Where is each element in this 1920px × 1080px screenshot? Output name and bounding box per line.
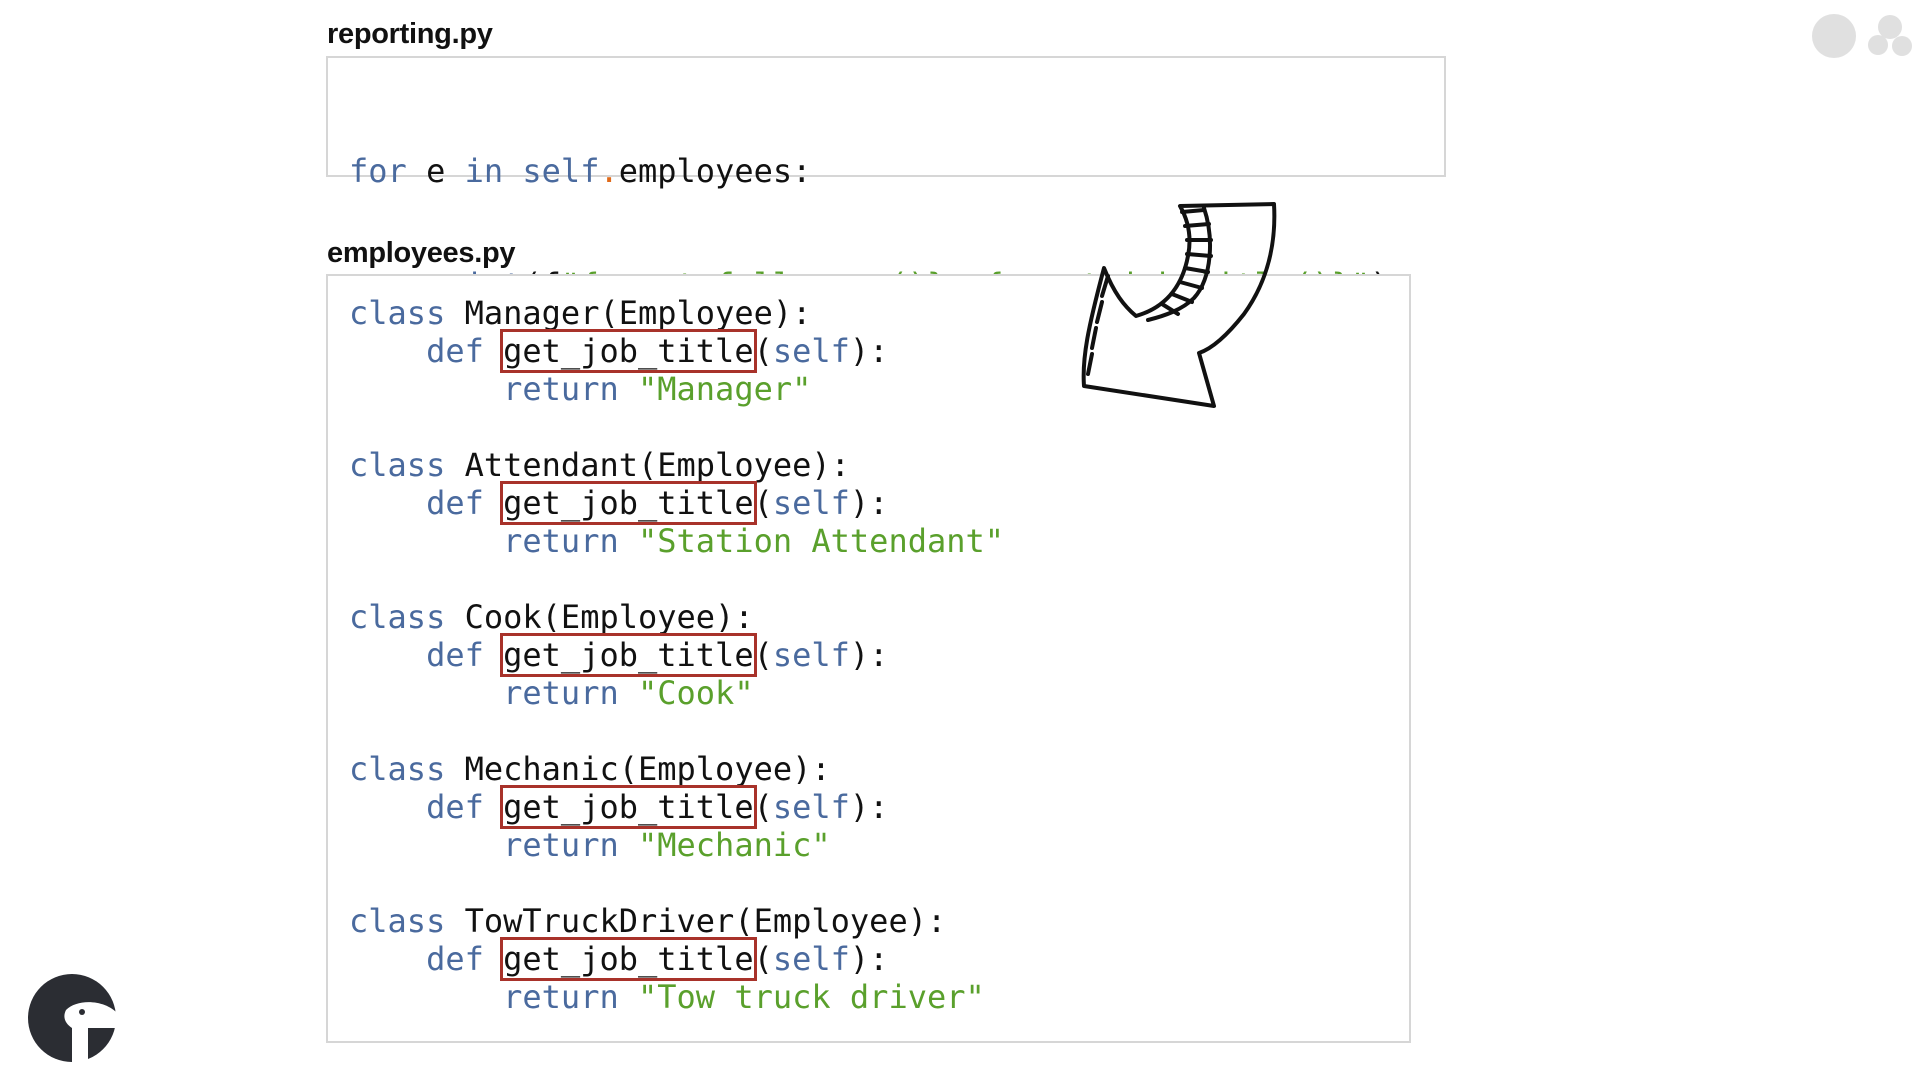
highlighted-method-name: get_job_title: [500, 785, 757, 829]
highlighted-method-name: get_job_title: [500, 633, 757, 677]
class-name: Manager(Employee):: [445, 294, 812, 332]
method-line: def get_job_title(self):: [349, 633, 1004, 677]
method-suffix: ):: [849, 484, 889, 522]
method-line: def get_job_title(self):: [349, 329, 1004, 373]
keyword-class: class: [349, 598, 446, 636]
keyword-def: def: [426, 484, 484, 522]
method-suffix: ):: [849, 332, 889, 370]
return-string: "Mechanic": [637, 826, 831, 864]
keyword-return: return: [503, 522, 619, 560]
keyword-in: in: [464, 152, 504, 190]
open-paren: (: [753, 332, 773, 370]
keyword-def: def: [426, 940, 484, 978]
class-line: class Mechanic(Employee):: [349, 750, 1004, 788]
reporting-filename: reporting.py: [327, 18, 493, 50]
keyword-return: return: [503, 674, 619, 712]
employees-code-block: class Manager(Employee): def get_job_tit…: [326, 274, 1411, 1043]
keyword-class: class: [349, 446, 446, 484]
return-line: return "Station Attendant": [349, 522, 1004, 560]
method-suffix: ):: [849, 788, 889, 826]
class-line: class Cook(Employee):: [349, 598, 1004, 636]
keyword-return: return: [503, 978, 619, 1016]
class-definition: class Cook(Employee): def get_job_title(…: [349, 598, 1004, 712]
return-string: "Station Attendant": [637, 522, 1005, 560]
return-line: return "Cook": [349, 674, 1004, 712]
class-line: class Attendant(Employee):: [349, 446, 1004, 484]
return-line: return "Mechanic": [349, 826, 1004, 864]
class-name: Cook(Employee):: [445, 598, 754, 636]
keyword-self: self: [772, 788, 850, 826]
class-line: class TowTruckDriver(Employee):: [349, 902, 1004, 940]
blank-line: [349, 408, 1004, 446]
open-paren: (: [753, 484, 773, 522]
return-string: "Tow truck driver": [637, 978, 985, 1016]
method-suffix: ):: [849, 636, 889, 674]
keyword-self: self: [772, 484, 850, 522]
keyword-class: class: [349, 294, 446, 332]
code-line: for e in self.employees:: [349, 152, 1389, 190]
class-line: class Manager(Employee):: [349, 294, 1004, 332]
blank-line: [349, 712, 1004, 750]
open-paren: (: [753, 788, 773, 826]
open-paren: (: [753, 940, 773, 978]
open-paren: (: [753, 636, 773, 674]
keyword-class: class: [349, 902, 446, 940]
keyword-class: class: [349, 750, 446, 788]
reporting-code-block: for e in self.employees: print(f"{e.get_…: [326, 56, 1446, 304]
highlighted-method-name: get_job_title: [500, 937, 757, 981]
class-name: TowTruckDriver(Employee):: [445, 902, 947, 940]
employees-filename: employees.py: [327, 237, 516, 269]
keyword-for: for: [349, 152, 407, 190]
class-name: Mechanic(Employee):: [445, 750, 831, 788]
keyword-self: self: [772, 940, 850, 978]
keyword-self: self: [772, 332, 850, 370]
keyword-self: self: [772, 636, 850, 674]
keyword-self: self: [503, 152, 600, 190]
circles-decoration-icon: [1812, 14, 1912, 58]
class-definition: class Manager(Employee): def get_job_tit…: [349, 294, 1004, 408]
blank-line: [349, 864, 1004, 902]
class-definition: class Mechanic(Employee): def get_job_ti…: [349, 750, 1004, 864]
class-definition: class Attendant(Employee): def get_job_t…: [349, 446, 1004, 560]
keyword-def: def: [426, 332, 484, 370]
keyword-def: def: [426, 636, 484, 674]
return-line: return "Tow truck driver": [349, 978, 1004, 1016]
return-string: "Manager": [637, 370, 812, 408]
keyword-return: return: [503, 826, 619, 864]
blank-line: [349, 560, 1004, 598]
highlighted-method-name: get_job_title: [500, 329, 757, 373]
keyword-def: def: [426, 788, 484, 826]
method-line: def get_job_title(self):: [349, 937, 1004, 981]
attribute-dot: .: [599, 152, 619, 190]
attribute-name: employees:: [618, 152, 812, 190]
method-line: def get_job_title(self):: [349, 481, 1004, 525]
return-string: "Cook": [637, 674, 754, 712]
method-line: def get_job_title(self):: [349, 785, 1004, 829]
highlighted-method-name: get_job_title: [500, 481, 757, 525]
hand-drawn-arrow-icon: [1081, 202, 1277, 408]
class-name: Attendant(Employee):: [445, 446, 850, 484]
class-definition: class TowTruckDriver(Employee): def get_…: [349, 902, 1004, 1016]
return-line: return "Manager": [349, 370, 1004, 408]
brand-logo-icon: [28, 974, 118, 1066]
keyword-return: return: [503, 370, 619, 408]
loop-variable: e: [406, 152, 465, 190]
method-suffix: ):: [849, 940, 889, 978]
